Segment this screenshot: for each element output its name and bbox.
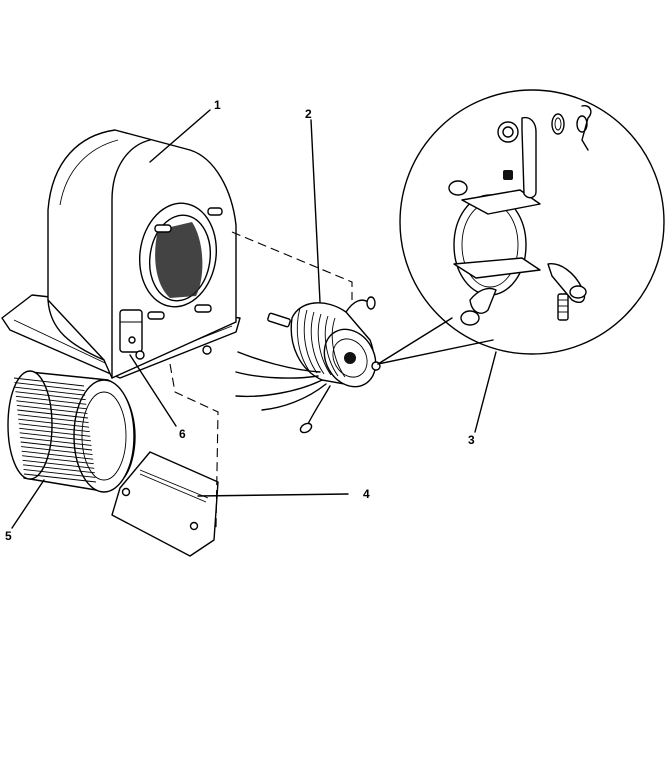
wheel-blade: [23, 473, 97, 483]
motor-rib: [317, 313, 332, 376]
wheel-blade: [21, 446, 93, 456]
wheel-blade: [15, 391, 86, 401]
callout-5: 5: [5, 529, 12, 543]
wheel-blade: [14, 386, 86, 396]
motor-mount-bracket: [111, 451, 219, 557]
motor-rib: [324, 315, 339, 377]
blower-housing: [1, 129, 241, 379]
leader-lines: [11, 109, 497, 529]
wheel-blade: [16, 404, 88, 414]
wheel-blade: [22, 464, 95, 474]
callout-3: 3: [468, 433, 475, 447]
motor-rib: [310, 311, 325, 375]
assembly-lines: [169, 231, 494, 529]
wheel-blade: [20, 436, 92, 446]
callout-6: 6: [179, 427, 186, 441]
wheel-blade: [18, 423, 90, 433]
wheel-blade: [15, 395, 87, 405]
detail-circle: [399, 89, 665, 355]
blower-motor: [235, 296, 381, 434]
wheel-blade: [22, 455, 94, 465]
callout-4: 4: [363, 487, 370, 501]
wheel-blade: [23, 468, 96, 478]
wheel-blade: [14, 382, 85, 392]
wheel-blade: [20, 441, 93, 451]
callout-2: 2: [305, 107, 312, 121]
wheel-blade: [18, 418, 90, 428]
wheel-blade: [16, 400, 87, 410]
wheel-blade: [22, 459, 95, 469]
blower-wheel: [7, 370, 136, 493]
callout-1: 1: [214, 98, 221, 112]
wheel-blade: [17, 414, 89, 424]
wheel-blade: [17, 409, 89, 419]
motor-rib: [303, 309, 318, 374]
wheel-blade: [21, 450, 94, 460]
motor-rib: [296, 307, 311, 373]
wheel-blade: [13, 377, 85, 387]
wheel-blade: [19, 427, 91, 437]
motor-rib: [331, 317, 346, 378]
wheel-blade: [19, 432, 91, 442]
